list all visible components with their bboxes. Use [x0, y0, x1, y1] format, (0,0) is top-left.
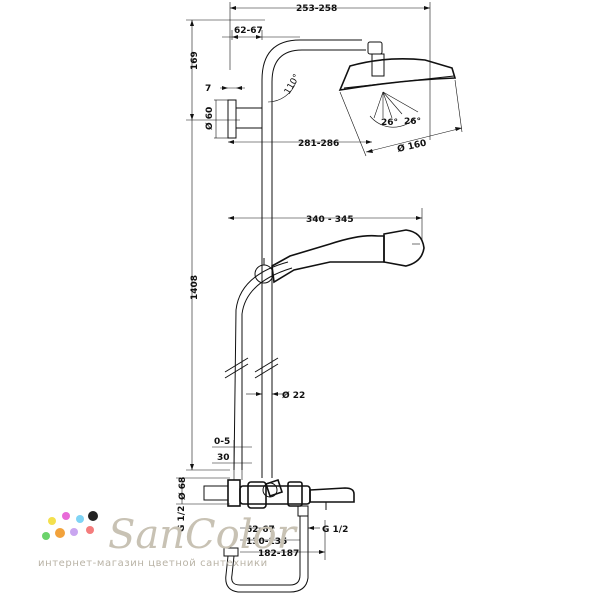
bottom-right-dimensions: 62-67 130-135 182-187 G 1/2	[240, 520, 348, 560]
dim-arm-offset: 62-67	[234, 26, 263, 36]
shower-reach-dimension: 281-286	[228, 139, 372, 149]
dim-head-angle-right: 26°	[404, 117, 421, 127]
bottom-left-dimensions: 0-5 30 Ø 68 G 1/2	[176, 437, 252, 532]
tub-hose	[223, 516, 309, 593]
dim-arm-angle: 110°	[283, 73, 303, 97]
dim-connector-diameter: Ø 68	[177, 477, 188, 500]
dim-inlet-left: G 1/2	[177, 506, 187, 532]
dim-spout-total: 182-187	[258, 549, 299, 559]
dim-outlet-right: G 1/2	[322, 525, 348, 535]
dim-spout-offset: 62-67	[246, 525, 275, 535]
watermark-logo: SanColor интернет-магазин цветной сантех…	[38, 511, 299, 569]
wall-holder-top: 7 Ø 60	[204, 84, 263, 139]
hand-shower: 340 - 345	[228, 208, 425, 284]
logo-dot	[86, 526, 94, 534]
dim-handshower-reach: 340 - 345	[306, 215, 354, 225]
dim-wall-depth: 30	[217, 453, 230, 463]
dim-head-diameter: Ø 160	[396, 138, 427, 155]
logo-dot	[62, 512, 70, 520]
dim-head-angle-left: 26°	[381, 118, 398, 128]
dim-pipe-diameter: Ø 22	[282, 390, 305, 401]
shower-hose	[233, 261, 293, 471]
dim-wall-offset: 0-5	[214, 437, 230, 447]
dim-width-total: 253-258	[296, 4, 337, 14]
shower-column: 110°	[224, 39, 366, 478]
watermark-name: SanColor	[108, 512, 299, 558]
logo-dot	[42, 532, 50, 540]
dim-top-height: 169	[190, 51, 200, 70]
dim-shower-reach: 281-286	[298, 139, 339, 149]
watermark-subtitle: интернет-магазин цветной сантехники	[38, 558, 268, 569]
dim-column-height: 1408	[190, 275, 200, 300]
logo-dot	[48, 517, 56, 525]
dim-holder-diameter: Ø 60	[204, 107, 215, 130]
dim-holder-width: 7	[205, 84, 211, 94]
pipe-diameter-dimension: Ø 22	[246, 390, 305, 401]
overhead-shower: 26° 26° Ø 160	[338, 41, 463, 157]
logo-dot	[55, 528, 65, 538]
dim-spout-reach: 130-135	[246, 537, 287, 547]
logo-dot	[88, 511, 98, 521]
top-dimensions: 253-258 62-67 169 1408	[186, 2, 431, 471]
logo-dot	[76, 515, 84, 523]
logo-dot	[70, 528, 78, 536]
thermostat-mixer	[203, 478, 355, 517]
